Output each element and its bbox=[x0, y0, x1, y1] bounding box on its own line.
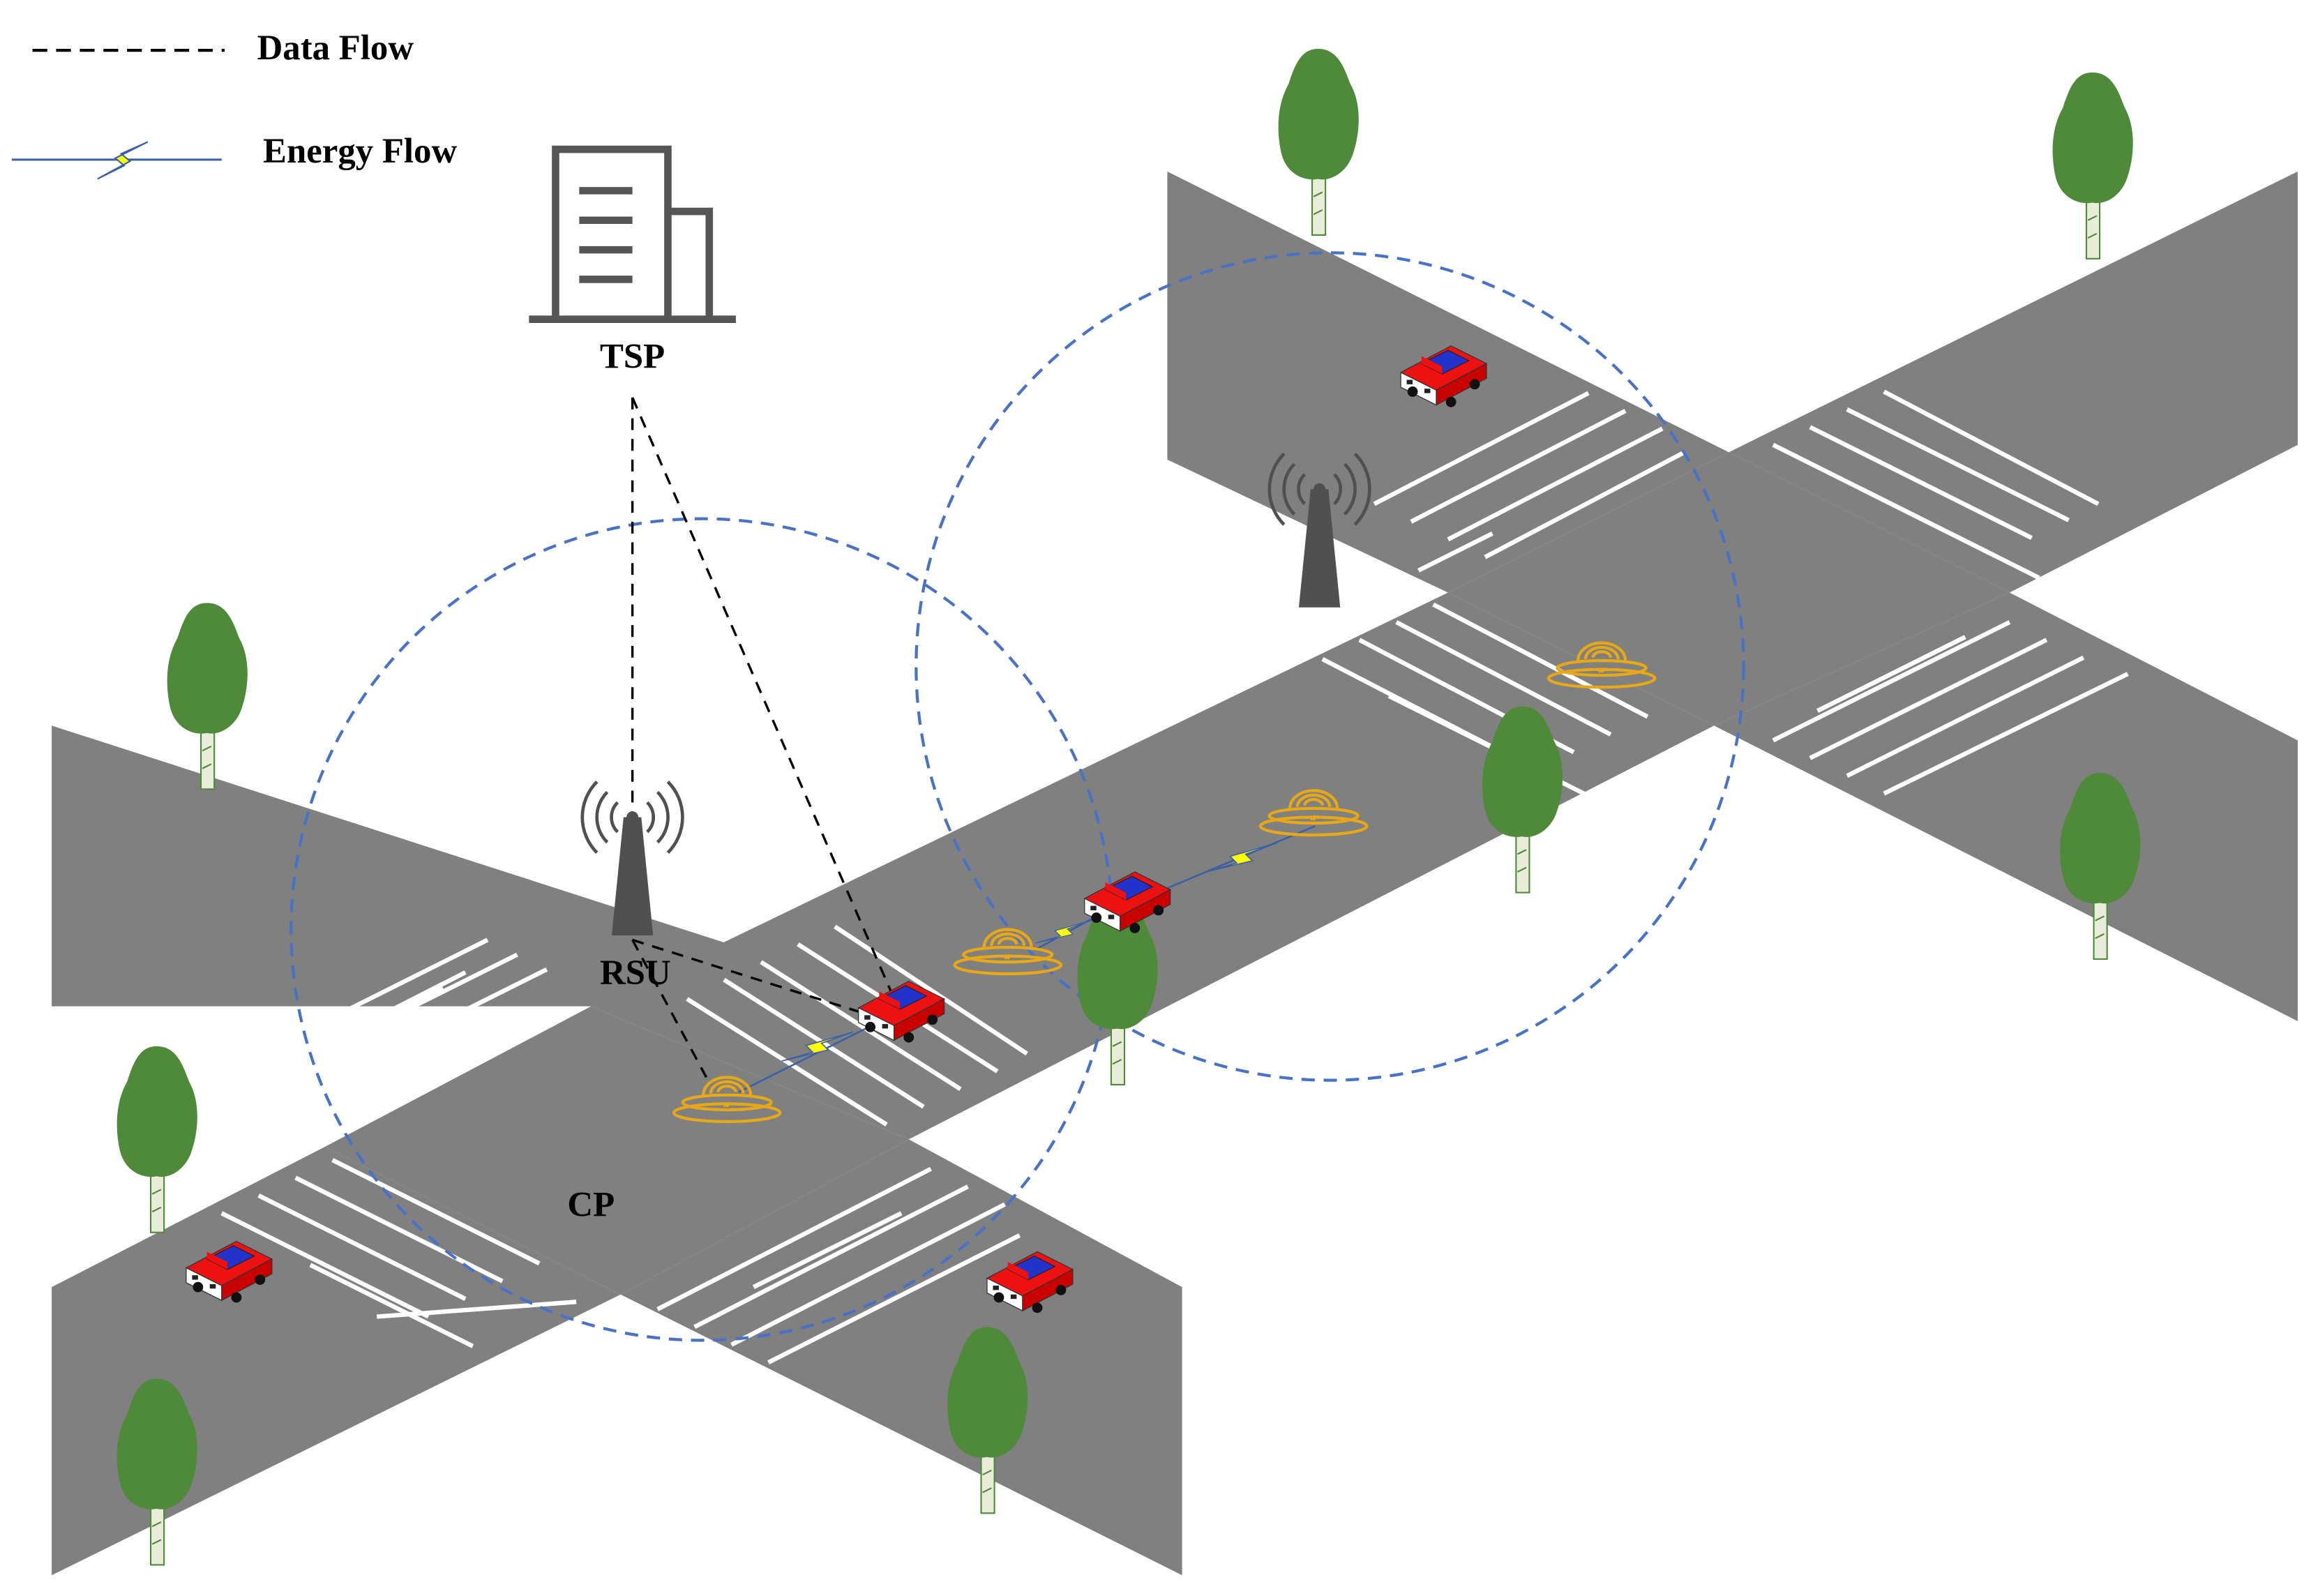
tree-icon bbox=[1277, 47, 1360, 236]
tree-icon bbox=[2052, 71, 2134, 259]
tree-icon bbox=[116, 1045, 198, 1233]
road-left-northwest bbox=[52, 725, 739, 1007]
crosswalk-left-southeast bbox=[656, 1166, 1021, 1365]
crosswalks bbox=[206, 389, 2129, 1365]
road-right-northeast bbox=[1729, 171, 2298, 593]
road-main-diagonal bbox=[591, 592, 1715, 1140]
cp-label: CP bbox=[567, 1184, 615, 1224]
road-right-southeast bbox=[1714, 592, 2298, 1021]
crosswalk-left-southwest bbox=[220, 1158, 577, 1348]
legend-energy-flow-icon bbox=[11, 141, 222, 180]
tsp-label: TSP bbox=[600, 337, 665, 376]
intersection-left bbox=[325, 1006, 909, 1295]
data-flow-rsu-car bbox=[632, 938, 880, 1020]
crosswalk-right-southeast bbox=[1772, 620, 2129, 796]
legend-data-flow-label: Data Flow bbox=[257, 28, 414, 67]
legend: Data Flow Energy Flow bbox=[11, 28, 457, 180]
legend-energy-flow-label: Energy Flow bbox=[263, 131, 457, 170]
crosswalk-right-northeast bbox=[1772, 389, 2100, 580]
crosswalk-right-northwest bbox=[1373, 391, 1686, 573]
data-flow-rsu-pad bbox=[631, 939, 708, 1078]
rsu-label: RSU bbox=[600, 953, 671, 992]
tree-icon bbox=[166, 602, 248, 790]
crosswalk-left-northwest bbox=[206, 938, 548, 1112]
data-flow-lines bbox=[631, 397, 892, 1078]
road-left-southeast bbox=[620, 1139, 1182, 1576]
intersection-right bbox=[1447, 452, 2010, 726]
road-network bbox=[52, 171, 2298, 1576]
tsp-building-icon bbox=[529, 145, 736, 323]
data-flow-tsp-car bbox=[631, 397, 892, 993]
crosswalk-left-northeast bbox=[686, 924, 1028, 1127]
rsu-coverage-right bbox=[914, 251, 1745, 1082]
